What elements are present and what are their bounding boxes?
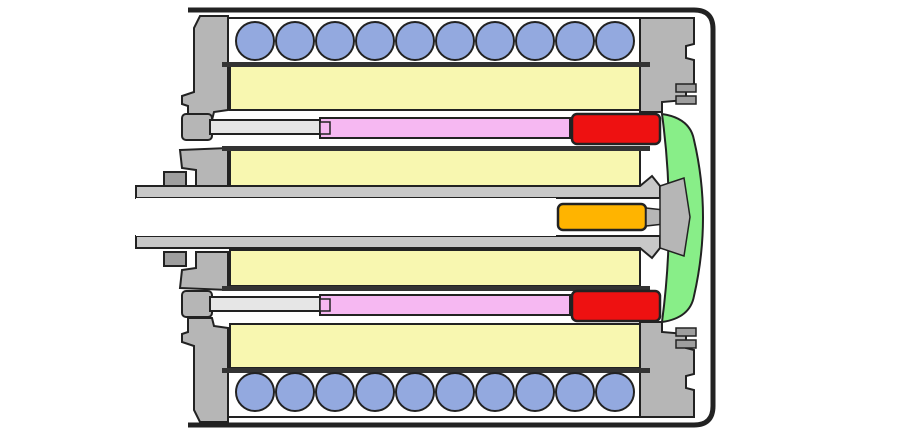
coil-winding-top-8 — [555, 21, 595, 61]
right-bolt-2 — [675, 327, 697, 337]
central-shaft-assembly — [135, 174, 680, 260]
plunger-rod-tip-0 — [319, 121, 331, 135]
coil-winding-bottom-3 — [355, 372, 395, 412]
coil-winding-bottom-5 — [435, 372, 475, 412]
magnet-block-1 — [570, 289, 662, 323]
end-cap-left-upper-step — [178, 146, 229, 187]
coil-winding-top-0 — [235, 21, 275, 61]
coil-winding-top-1 — [275, 21, 315, 61]
coil-winding-top-6 — [475, 21, 515, 61]
plunger-rod-0 — [319, 117, 571, 139]
insulation-separator-2 — [222, 286, 650, 291]
insulation-layer-1 — [229, 149, 641, 187]
coil-winding-bottom-1 — [275, 372, 315, 412]
left-collar-bottom — [163, 251, 187, 267]
center-plug — [556, 202, 648, 232]
end-cap-left-bottom — [181, 317, 229, 423]
coil-winding-bottom-4 — [395, 372, 435, 412]
coil-winding-bottom-6 — [475, 372, 515, 412]
coil-winding-top-2 — [315, 21, 355, 61]
insulation-layer-3 — [229, 323, 641, 369]
insulation-layer-2 — [229, 249, 641, 287]
coil-winding-bottom-7 — [515, 372, 555, 412]
insulation-separator-0 — [222, 62, 650, 67]
coil-winding-top-5 — [435, 21, 475, 61]
left-collar-top — [163, 171, 187, 187]
plunger-stem-0 — [209, 119, 323, 135]
magnet-block-0 — [570, 112, 662, 146]
plunger-stem-1 — [209, 296, 323, 312]
insulation-separator-3 — [222, 368, 650, 373]
coil-winding-bottom-9 — [595, 372, 635, 412]
diaphragm-hub — [659, 177, 691, 257]
right-bolt-3 — [675, 339, 697, 349]
coil-winding-bottom-8 — [555, 372, 595, 412]
insulation-layer-0 — [229, 65, 641, 111]
end-cap-left-top — [181, 15, 229, 121]
right-bolt-1 — [675, 95, 697, 105]
end-caps — [163, 15, 697, 423]
right-bolt-0 — [675, 83, 697, 93]
coil-winding-bottom-2 — [315, 372, 355, 412]
coil-winding-top-9 — [595, 21, 635, 61]
coil-winding-top-7 — [515, 21, 555, 61]
shaft-bore — [136, 198, 556, 236]
coil-winding-top-3 — [355, 21, 395, 61]
coil-winding-bottom-0 — [235, 372, 275, 412]
insulation-separator-1 — [222, 146, 650, 151]
outer-casing — [188, 7, 716, 428]
plunger-assemblies — [181, 112, 662, 323]
outer-casing-shell — [188, 7, 716, 428]
plunger-rod-1 — [319, 294, 571, 316]
coil-windings — [235, 21, 635, 412]
diaphragm-assembly — [659, 112, 704, 324]
plunger-guide-1 — [181, 290, 213, 318]
plunger-guide-0 — [181, 113, 213, 141]
plunger-rod-tip-1 — [319, 298, 331, 312]
coil-winding-top-4 — [395, 21, 435, 61]
end-cap-left-lower-step — [178, 251, 229, 292]
